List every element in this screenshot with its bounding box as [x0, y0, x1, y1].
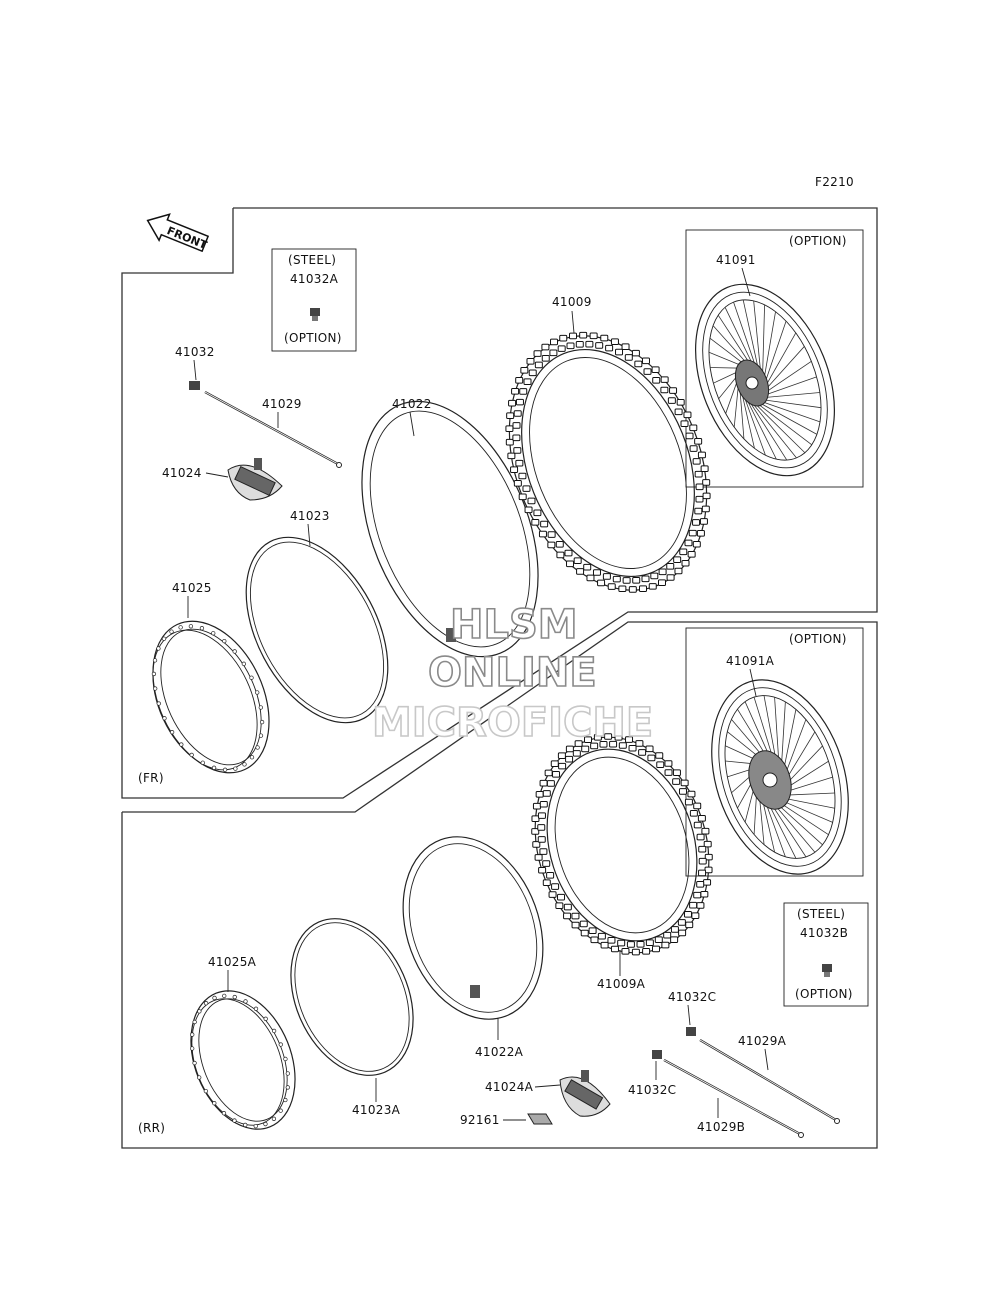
option-box-rear-wheel — [685, 627, 864, 877]
part-label-41025[interactable]: 41025 — [172, 581, 212, 595]
steel-box-rear-bottom: (OPTION) — [795, 987, 853, 1001]
part-label-41029B[interactable]: 41029B — [697, 1120, 745, 1134]
section-label-front: (FR) — [138, 771, 164, 785]
nipple-icon — [189, 381, 200, 390]
rear-section-frame — [121, 621, 878, 1149]
part-label-41025A[interactable]: 41025A — [208, 955, 257, 969]
part-label-41022[interactable]: 41022 — [392, 397, 432, 411]
part-label-41029[interactable]: 41029 — [262, 397, 302, 411]
rim-icon — [151, 620, 270, 774]
watermark-line2: ONLINE — [428, 650, 597, 696]
part-label-41032C-upper[interactable]: 41032C — [668, 990, 716, 1004]
spoke-icon — [663, 1059, 804, 1138]
option-box-front-note: (OPTION) — [789, 234, 847, 248]
watermark-line3: MICROFICHE — [372, 700, 653, 746]
tire-icon — [531, 733, 713, 956]
inner-tube-icon — [402, 836, 544, 1020]
steel-box-front-bottom: (OPTION) — [284, 331, 342, 345]
steel-box-rear — [783, 902, 869, 1007]
part-label-41091A[interactable]: 41091A — [726, 654, 775, 668]
spoke-icon — [204, 391, 342, 468]
part-label-41032C-lower[interactable]: 41032C — [628, 1083, 676, 1097]
part-label-41022A[interactable]: 41022A — [475, 1045, 524, 1059]
part-label-41009[interactable]: 41009 — [552, 295, 592, 309]
nipple-icon — [822, 964, 832, 977]
front-section-frame — [121, 207, 878, 799]
front-arrow-icon: FRONT — [146, 213, 209, 253]
steel-box-rear-top: (STEEL) — [797, 907, 845, 921]
rear-wheel-assembly-icon — [711, 679, 849, 875]
steel-box-front — [271, 248, 357, 352]
rim-band-icon — [290, 918, 414, 1076]
part-label-41032[interactable]: 41032 — [175, 345, 215, 359]
steel-box-front-top: (STEEL) — [288, 253, 336, 267]
nut-icon — [527, 1113, 553, 1125]
part-label-41023A[interactable]: 41023A — [352, 1103, 401, 1117]
option-box-front-wheel — [685, 229, 864, 488]
steel-box-rear-part[interactable]: 41032B — [800, 926, 848, 940]
nipple-icon — [652, 1050, 662, 1059]
part-label-41024[interactable]: 41024 — [162, 466, 202, 480]
nipple-icon — [310, 308, 320, 321]
part-label-92161[interactable]: 92161 — [460, 1113, 500, 1127]
watermark-line1: HLSM — [450, 602, 578, 648]
rim-lock-icon — [559, 1070, 611, 1117]
tire-icon — [505, 331, 711, 593]
steel-box-front-part[interactable]: 41032A — [290, 272, 339, 286]
part-label-41023[interactable]: 41023 — [290, 509, 330, 523]
option-box-rear-note: (OPTION) — [789, 632, 847, 646]
section-label-rear: (RR) — [138, 1121, 165, 1135]
part-label-41091[interactable]: 41091 — [716, 253, 756, 267]
part-label-41024A[interactable]: 41024A — [485, 1080, 534, 1094]
rim-icon — [190, 990, 296, 1130]
front-wheel-assembly-icon — [695, 283, 835, 477]
figure-id: F2210 — [815, 175, 854, 189]
nipple-icon — [686, 1027, 696, 1036]
rim-band-icon — [245, 536, 389, 724]
rim-lock-icon — [227, 458, 283, 501]
part-label-41009A[interactable]: 41009A — [597, 977, 646, 991]
spoke-icon — [699, 1039, 840, 1124]
part-label-41029A[interactable]: 41029A — [738, 1034, 787, 1048]
